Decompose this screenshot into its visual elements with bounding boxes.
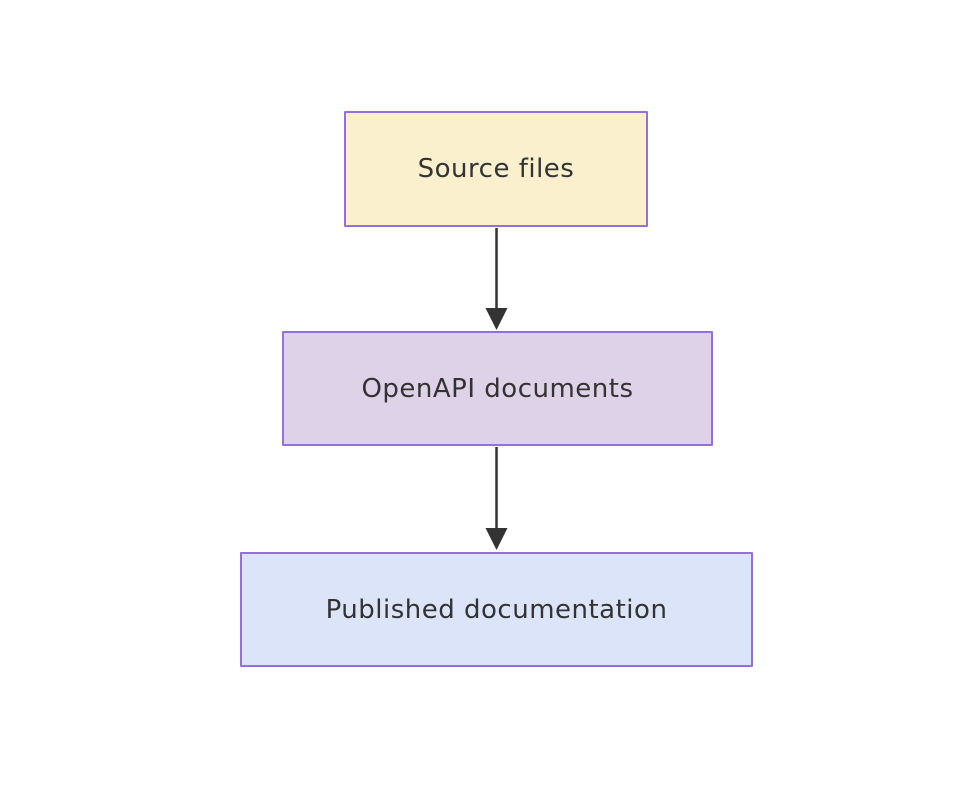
node-source-files: Source files	[344, 111, 648, 227]
node-openapi-documents-label: OpenAPI documents	[361, 373, 634, 404]
arrow-source-to-openapi	[485, 228, 508, 330]
node-published-documentation-label: Published documentation	[325, 594, 668, 625]
node-source-files-label: Source files	[417, 154, 575, 184]
arrowhead-icon	[485, 308, 508, 330]
arrowhead-icon	[485, 528, 508, 550]
arrow-openapi-to-published	[485, 447, 508, 550]
node-published-documentation: Published documentation	[240, 552, 753, 667]
node-openapi-documents: OpenAPI documents	[282, 331, 713, 446]
